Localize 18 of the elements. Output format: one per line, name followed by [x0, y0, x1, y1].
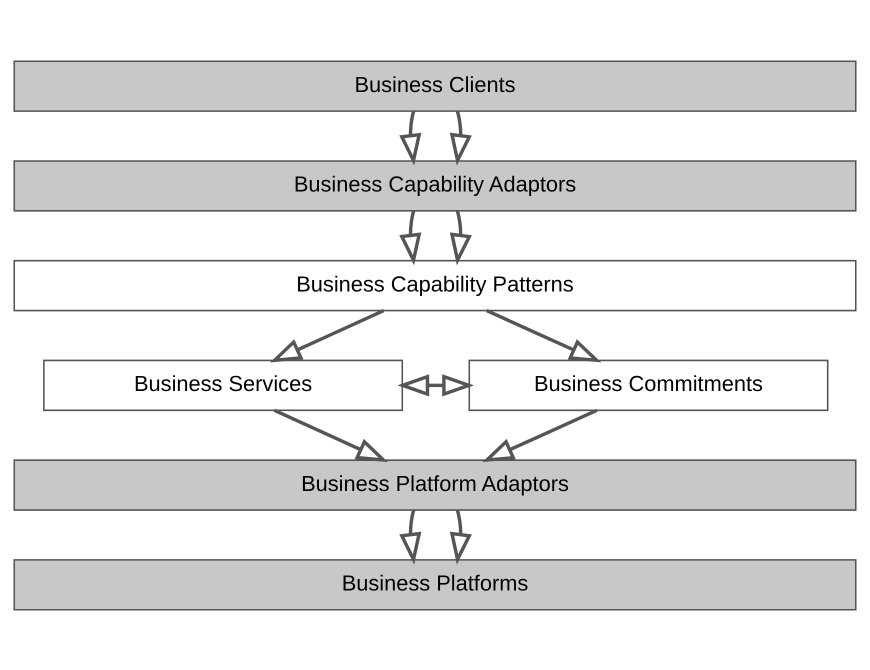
node-box: Business Clients	[13, 60, 857, 112]
arrow	[450, 509, 472, 564]
arrow	[399, 110, 422, 166]
arrow	[450, 110, 472, 166]
node-box: Business Services	[43, 359, 404, 411]
arrow	[399, 509, 422, 564]
arrow	[274, 408, 388, 462]
node-box: Business Capability Adaptors	[13, 160, 857, 212]
arrow	[399, 210, 422, 265]
node-box: Business Platform Adaptors	[13, 458, 857, 510]
arrow	[270, 308, 384, 362]
node-box: Business Commitments	[468, 359, 828, 411]
node-box: Business Platforms	[13, 558, 857, 610]
arrow	[486, 308, 602, 362]
node-box: Business Capability Patterns	[13, 259, 857, 311]
arrow	[482, 408, 598, 462]
arrow	[397, 374, 474, 396]
arrow	[450, 210, 472, 265]
